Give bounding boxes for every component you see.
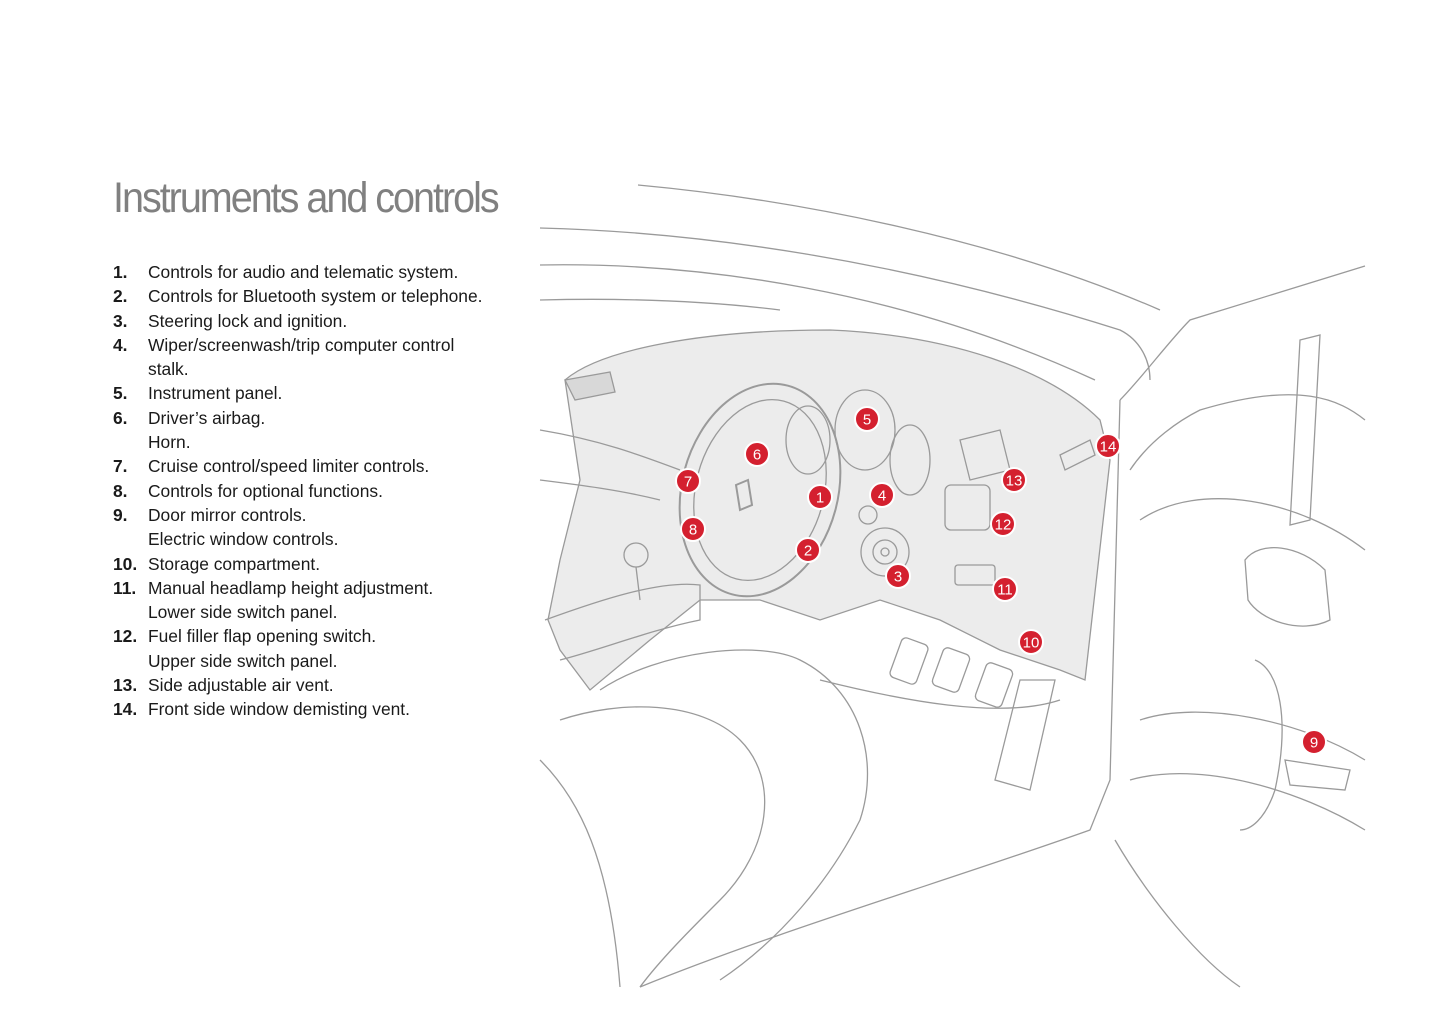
callout-number: 14 [1100, 439, 1117, 456]
callout-number: 2 [804, 543, 812, 560]
item-text: Manual headlamp height adjustment. [148, 577, 434, 598]
list-item: 12. Fuel filler flap opening switch. Upper… [113, 624, 482, 673]
callout-number: 9 [1310, 735, 1318, 752]
item-number: 8. [113, 480, 128, 501]
callout-badge-12: 12 [990, 511, 1016, 537]
list-item: 1. Controls for audio and telematic syste… [113, 260, 482, 284]
item-number: 5. [113, 383, 128, 404]
item-text: stalk. [148, 359, 189, 380]
callout-badge-9: 9 [1301, 729, 1327, 755]
list-item: 8. Controls for optional functions. [113, 479, 482, 503]
page-title: Instruments and controls [113, 174, 500, 222]
item-number: 10. [113, 553, 138, 574]
callout-badge-11: 11 [992, 576, 1018, 602]
list-item: 13. Side adjustable air vent. [113, 673, 482, 697]
item-text: Fuel filler flap opening switch. [148, 626, 377, 647]
callout-number: 12 [995, 517, 1012, 534]
item-text: Front side window demisting vent. [148, 699, 410, 720]
item-text: Controls for Bluetooth system or telepho… [148, 286, 483, 307]
callout-number: 11 [997, 582, 1013, 599]
item-text: Cruise control/speed limiter controls. [148, 456, 430, 477]
item-text: Electric window controls. [148, 529, 339, 550]
list-item: 10. Storage compartment. [113, 552, 482, 576]
item-number: 9. [113, 504, 128, 525]
item-text: Controls for audio and telematic system. [148, 262, 459, 282]
callout-badge-7: 7 [675, 468, 701, 494]
line-drawing [539, 184, 1366, 988]
list-item: 6. Driver’s airbag. Horn. [113, 406, 482, 455]
callout-badge-13: 13 [1001, 467, 1027, 493]
item-number: 1. [113, 262, 128, 282]
item-number: 6. [113, 407, 128, 428]
callout-number: 5 [863, 412, 871, 429]
list-item: 5. Instrument panel. [113, 381, 482, 405]
callout-number: 3 [894, 569, 902, 586]
list-item: 9. Door mirror controls. Electric window c… [113, 503, 482, 552]
callout-badge-6: 6 [744, 441, 770, 467]
item-text: Side adjustable air vent. [148, 675, 334, 696]
item-text: Storage compartment. [148, 553, 321, 574]
callout-number: 7 [684, 474, 692, 491]
callout-number: 13 [1006, 473, 1023, 490]
item-text: Instrument panel. [148, 383, 283, 404]
item-number: 2. [113, 286, 128, 307]
item-text: Wiper/screenwash/trip computer control [148, 334, 455, 355]
callout-number: 8 [689, 522, 697, 539]
callout-number: 4 [878, 488, 886, 505]
item-number: 7. [113, 456, 128, 477]
item-number: 3. [113, 310, 128, 331]
callout-badge-2: 2 [795, 537, 821, 563]
callout-badge-3: 3 [885, 563, 911, 589]
item-text: Door mirror controls. [148, 504, 307, 525]
item-text: Horn. [148, 432, 191, 453]
list-item: 14. Front side window demisting vent. [113, 697, 482, 721]
callout-badge-1: 1 [807, 484, 833, 510]
controls-list: 1. Controls for audio and telematic syste… [113, 260, 482, 722]
item-number: 11. [113, 577, 137, 598]
list-item: 2. Controls for Bluetooth system or telep… [113, 284, 482, 308]
item-text: Driver’s airbag. [148, 407, 266, 428]
list-item: 7. Cruise control/speed limiter controls. [113, 454, 482, 478]
item-number: 4. [113, 334, 128, 355]
list-item: 11. Manual headlamp height adjustment. Low… [113, 576, 482, 625]
callout-badge-5: 5 [854, 406, 880, 432]
item-number: 13. [113, 675, 138, 696]
item-text: Lower side switch panel. [148, 602, 338, 623]
callout-badge-14: 14 [1095, 433, 1121, 459]
callout-number: 6 [753, 447, 761, 464]
item-text: Controls for optional functions. [148, 480, 383, 501]
list-item: 3. Steering lock and ignition. [113, 309, 482, 333]
list-item: 4. Wiper/screenwash/trip computer control… [113, 333, 482, 382]
callout-badge-8: 8 [680, 516, 706, 542]
item-number: 14. [113, 699, 138, 720]
callout-number: 10 [1023, 635, 1040, 652]
item-text: Steering lock and ignition. [148, 310, 348, 331]
item-text: Upper side switch panel. [148, 650, 338, 671]
callout-badge-4: 4 [869, 482, 895, 508]
callout-badge-10: 10 [1018, 629, 1044, 655]
callout-number: 1 [816, 490, 824, 507]
item-number: 12. [113, 626, 138, 647]
